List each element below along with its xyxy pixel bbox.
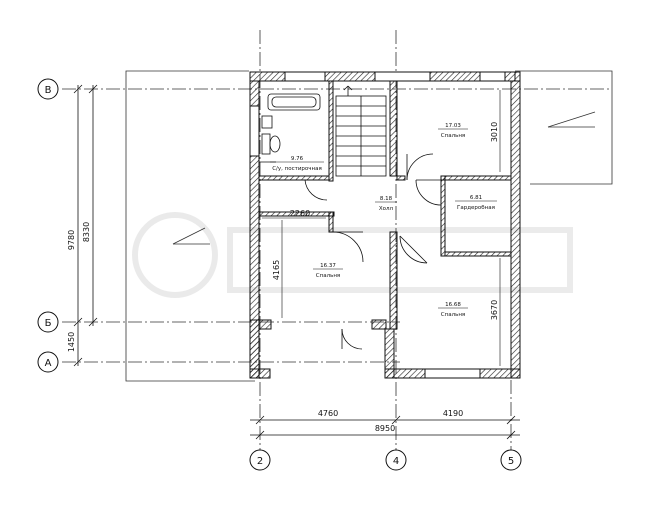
axis-bubble-col-right: 5 (500, 449, 522, 471)
watermark (132, 212, 573, 298)
axis-bubble-row-top: В (37, 78, 59, 100)
room-label-dressing: 6.81 Гардеробная (455, 195, 497, 211)
svg-text:5: 5 (508, 456, 514, 467)
svg-text:16.68: 16.68 (445, 302, 461, 308)
svg-text:В: В (45, 85, 52, 96)
door-swings (304, 153, 442, 350)
svg-text:8.18: 8.18 (380, 196, 393, 202)
svg-text:17.03: 17.03 (445, 123, 461, 129)
axis-bubble-row-bot: А (37, 351, 59, 373)
vertical-dimensions (73, 84, 98, 367)
dim-overall-horizontal: 8950 (375, 424, 395, 433)
svg-text:Б: Б (45, 318, 52, 329)
svg-text:Холл: Холл (379, 206, 394, 212)
svg-text:А: А (45, 358, 52, 369)
svg-text:9.76: 9.76 (291, 156, 304, 162)
svg-text:16.37: 16.37 (320, 263, 336, 269)
exterior-walls (249, 71, 521, 379)
dim-room-left-height: 4165 (272, 260, 281, 280)
bathtub (267, 93, 321, 111)
dim-bedroom-ne-height: 3010 (490, 122, 499, 142)
svg-text:Спальня: Спальня (316, 273, 340, 279)
dim-bath-width: 2260 (290, 209, 310, 218)
roof-outline (125, 70, 613, 382)
dim-overall-vertical: 9780 (67, 230, 76, 250)
axis-bubble-row-mid: Б (37, 311, 59, 333)
staircase (335, 85, 387, 177)
axis-bubble-col-left: 2 (249, 449, 271, 471)
dim-inner-vertical: 8330 (82, 222, 91, 242)
dim-bedroom-se-height: 3670 (490, 300, 499, 320)
room-label-bedroom-ne: 17.03 Спальня (438, 123, 468, 139)
interior-walls (258, 80, 512, 330)
room-label-hall: 8.18 Холл (375, 196, 397, 212)
svg-text:Спальня: Спальня (441, 133, 465, 139)
svg-text:4: 4 (393, 456, 399, 467)
room-label-bath: 9.76 С/у, постирочная (270, 156, 324, 172)
svg-text:С/у, постирочная: С/у, постирочная (272, 166, 322, 172)
svg-text:2: 2 (257, 456, 263, 467)
axis-lines (62, 30, 612, 450)
dim-left-span: 4760 (318, 409, 338, 418)
svg-text:Гардеробная: Гардеробная (457, 205, 495, 211)
inner-dimension-lines (262, 90, 501, 366)
toilet-and-sink (259, 115, 281, 163)
room-label-bedroom-se: 16.68 Спальня (438, 302, 468, 318)
svg-text:Спальня: Спальня (441, 312, 465, 318)
room-label-bedroom-w: 16.37 Спальня (313, 263, 343, 279)
horizontal-dimensions (250, 415, 520, 440)
axis-bubble-col-mid: 4 (385, 449, 407, 471)
dim-right-span: 4190 (443, 409, 463, 418)
svg-text:6.81: 6.81 (470, 195, 482, 201)
dim-small-vertical: 1450 (67, 332, 76, 352)
